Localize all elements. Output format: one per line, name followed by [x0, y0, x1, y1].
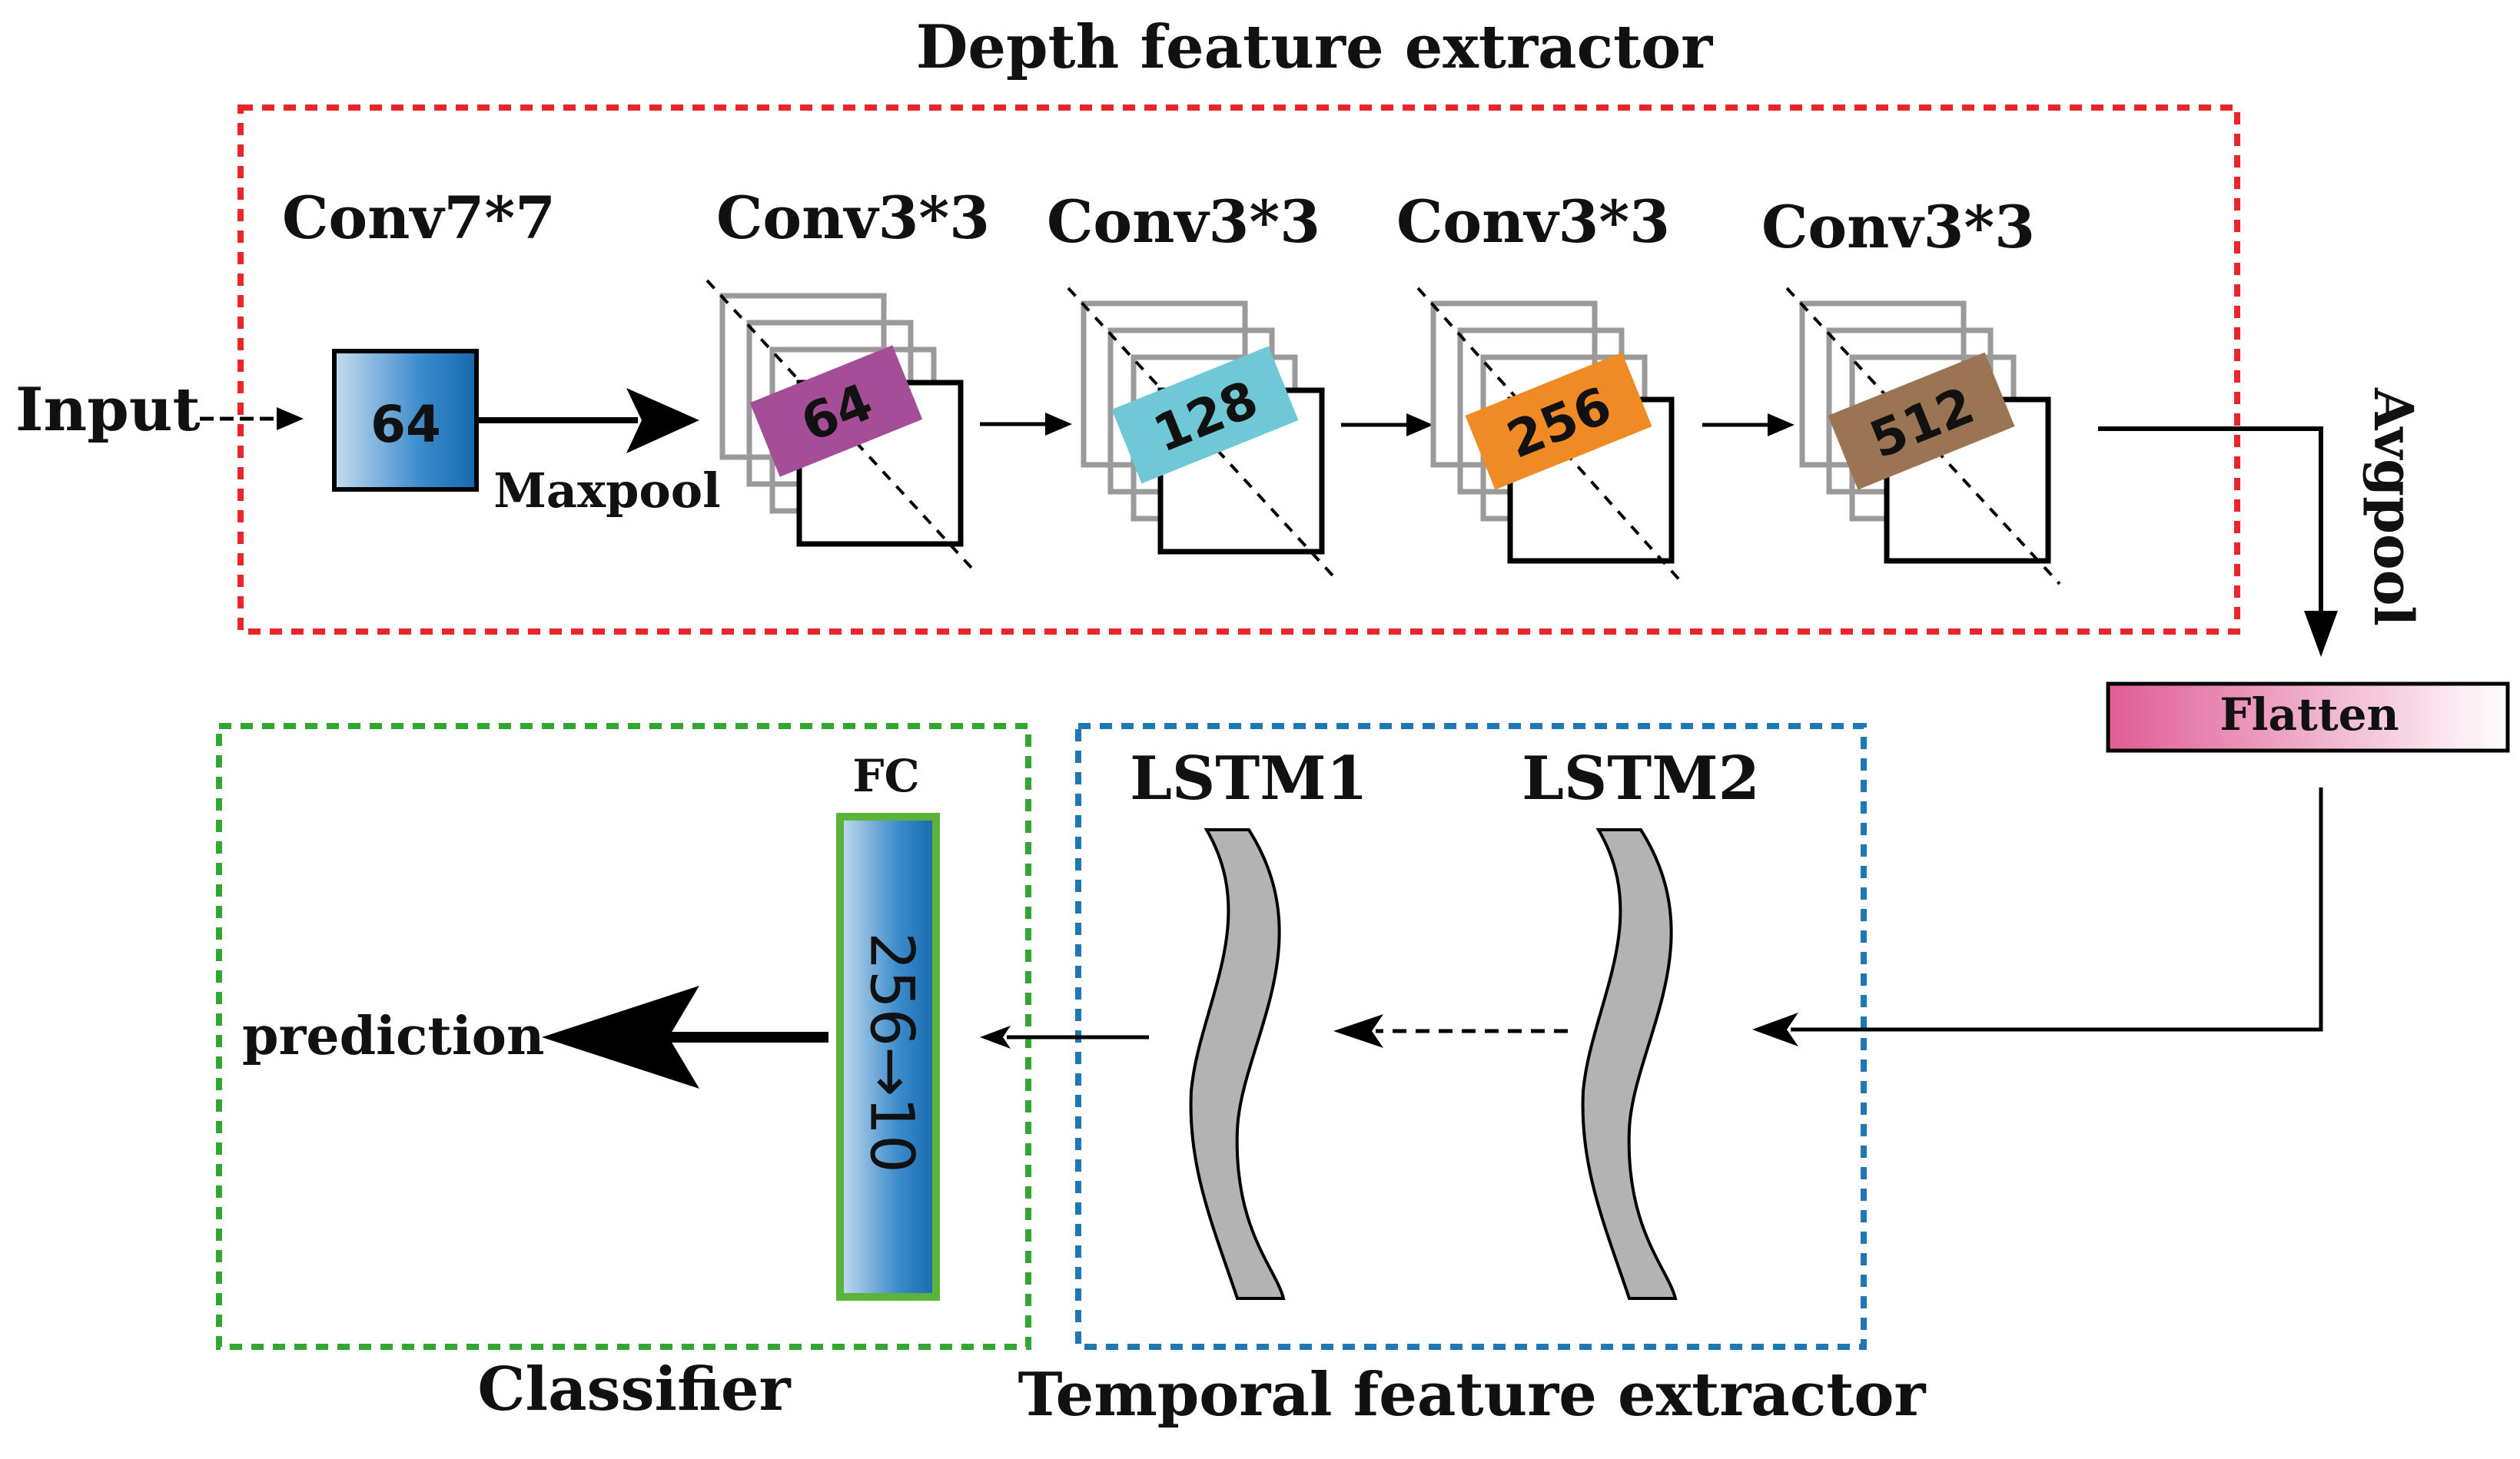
stem-title: Conv7*7 — [282, 184, 556, 252]
lstm2-to-lstm1-arrowhead — [1333, 1014, 1383, 1048]
block1-to-block2-arrowhead — [1045, 413, 1072, 436]
temporal-extractor-border — [1075, 723, 1867, 1350]
block2-stack: 128 — [1067, 287, 1335, 578]
stem-channels: 64 — [370, 395, 441, 454]
block2-title: Conv3*3 — [1047, 187, 1320, 256]
fc-to-prediction-arrowhead — [542, 986, 699, 1089]
block1-stack: 64 — [706, 279, 974, 570]
block1-title: Conv3*3 — [716, 184, 990, 252]
stem-block: 64 — [332, 349, 479, 492]
fc-dims: 256→10 — [857, 932, 926, 1173]
depth-extractor-border — [237, 104, 2240, 635]
block4-stack: 512 — [1785, 287, 2061, 585]
block2-to-block3-arrowhead — [1406, 413, 1433, 436]
input-arrowhead — [277, 407, 304, 430]
input-label: Input — [15, 375, 200, 445]
maxpool-arrowhead — [626, 388, 699, 453]
avgpool-label: Avgpool — [2362, 387, 2425, 626]
lstm2-layer — [1581, 828, 1678, 1300]
prediction-label: prediction — [242, 1006, 544, 1067]
classifier-title: Classifier — [477, 1355, 791, 1424]
fc-label: FC — [852, 750, 919, 802]
temporal-extractor-title: Temporal feature extractor — [1018, 1360, 1926, 1430]
lstm1-layer — [1189, 828, 1286, 1300]
block3-title: Conv3*3 — [1396, 187, 1670, 256]
flatten-to-lstm-arrow — [1791, 788, 2323, 1032]
flatten-label: Flatten — [2220, 688, 2399, 741]
block3-to-block4-arrowhead — [1768, 413, 1795, 436]
flatten-block: Flatten — [2106, 681, 2510, 753]
depth-extractor-title: Depth feature extractor — [916, 12, 1713, 82]
lstm2-label: LSTM2 — [1522, 744, 1760, 814]
lstm1-to-fc-arrowhead — [980, 1026, 1011, 1049]
avgpool-arrow — [2098, 426, 2323, 618]
fc-block: 256→10 — [836, 813, 940, 1301]
block4-title: Conv3*3 — [1761, 193, 2035, 261]
avgpool-arrowhead — [2304, 611, 2338, 657]
lstm1-label: LSTM1 — [1130, 744, 1368, 814]
flatten-to-lstm-arrowhead — [1752, 1013, 1798, 1046]
block3-stack: 256 — [1416, 287, 1685, 585]
maxpool-label: Maxpool — [493, 463, 720, 519]
